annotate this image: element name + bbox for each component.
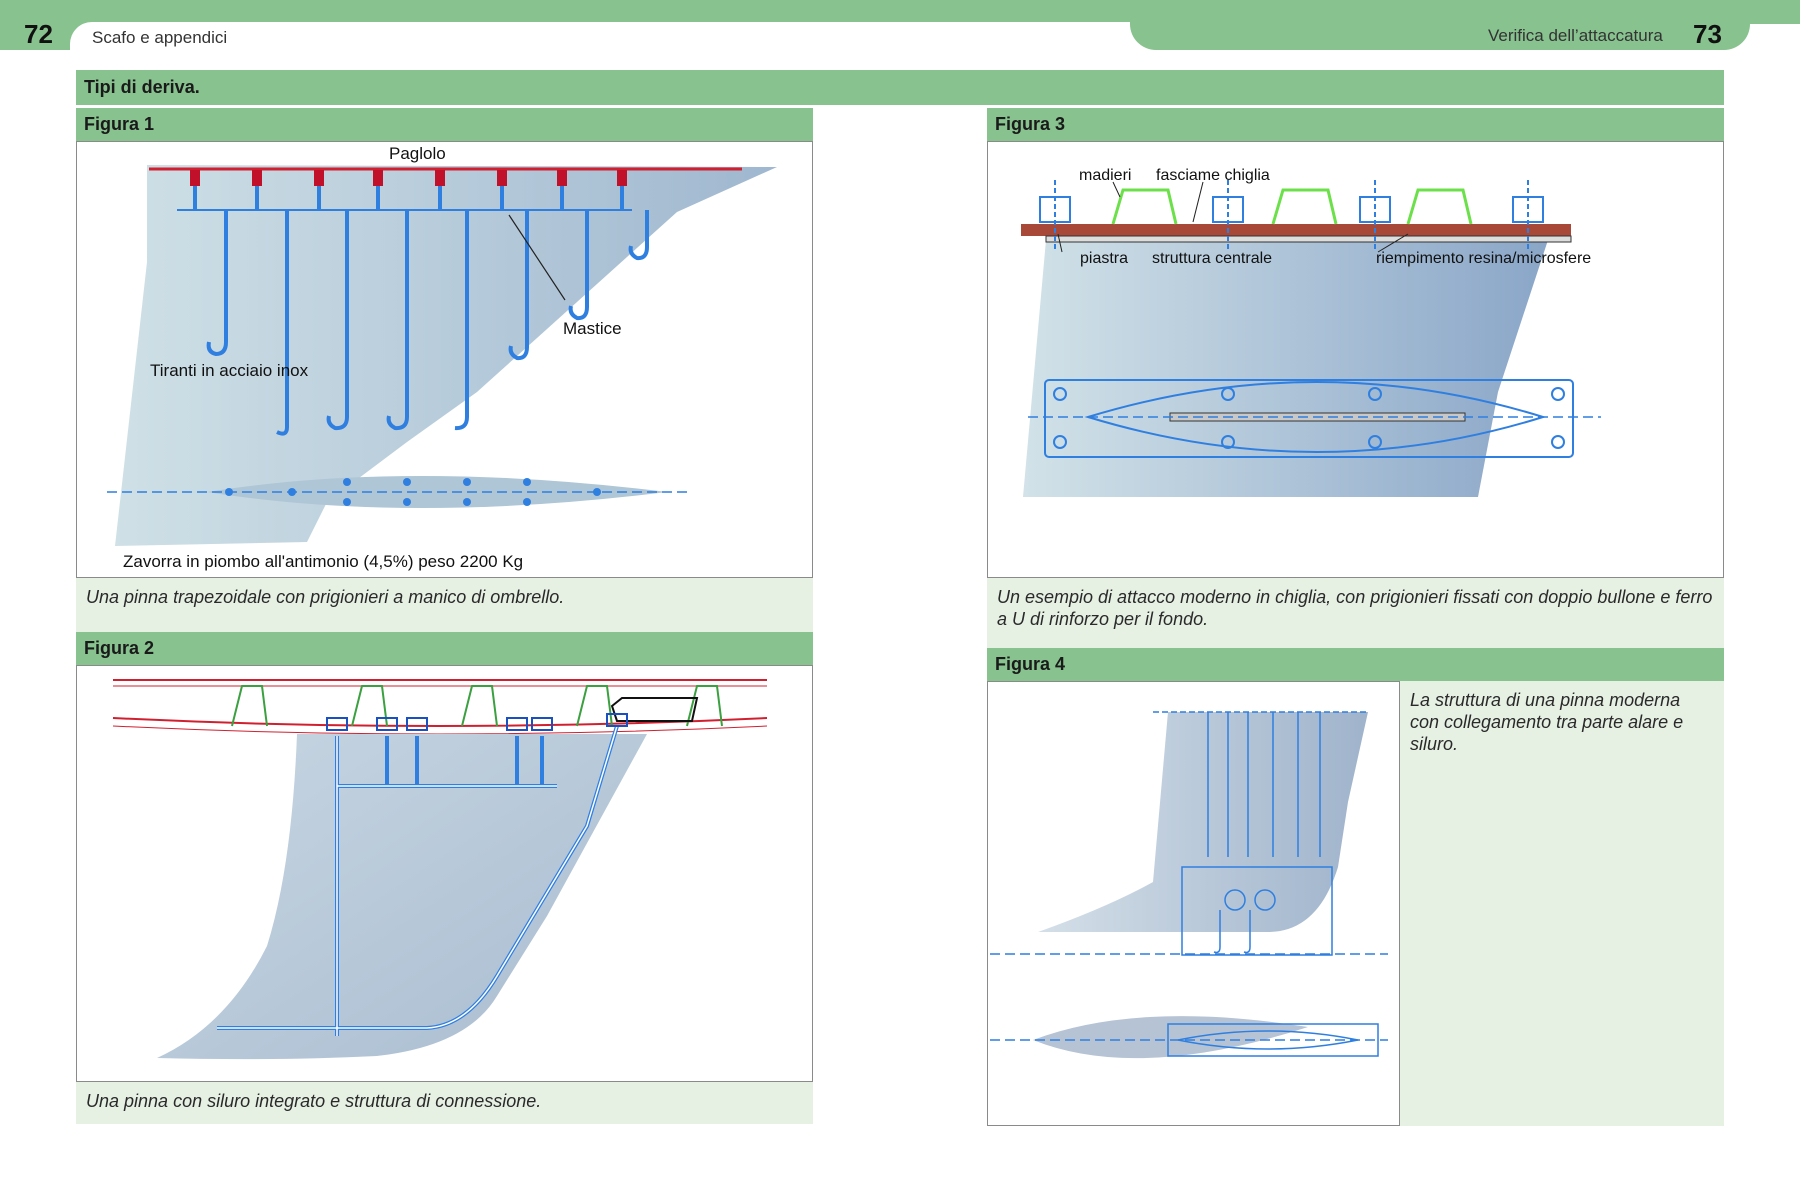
label-struttura: struttura centrale	[1152, 250, 1272, 267]
right-page-number: 73	[1693, 19, 1722, 49]
fin-body-3	[1023, 240, 1548, 497]
fin-body-4	[1038, 712, 1368, 932]
bolts-3	[1039, 180, 1544, 252]
figure-4-drawing	[990, 711, 1388, 1059]
fin-body-2	[157, 734, 647, 1060]
figure-3-panel: madieri fasciame chiglia piastra struttu…	[987, 141, 1724, 578]
bulb-plan-4	[1033, 1016, 1308, 1059]
left-running-title: Scafo e appendici	[92, 28, 228, 47]
figure-1-panel: Paglolo Mastice Tiranti in acciaio inox …	[76, 141, 813, 578]
figure-4-caption: La struttura di una pinna moderna con co…	[1400, 681, 1724, 1126]
tie-rods	[193, 186, 649, 436]
label-paglioio: Paglolo	[389, 144, 446, 163]
right-page-tab	[1130, 0, 1750, 50]
figure-2-title: Figura 2	[76, 632, 813, 665]
figure-4-title: Figura 4	[987, 648, 1724, 681]
figure-2-panel	[76, 665, 813, 1082]
figure-3-drawing: madieri fasciame chiglia piastra struttu…	[1021, 167, 1601, 497]
figure-1-title: Figura 1	[76, 108, 813, 141]
right-running-title: Verifica dell’attaccatura	[1488, 26, 1663, 45]
label-piastra: piastra	[1080, 250, 1128, 267]
figure-4-panel	[987, 681, 1400, 1126]
left-header-curve	[70, 22, 1140, 62]
bolt-heads	[190, 170, 627, 186]
figure-2-drawing	[112, 679, 768, 1060]
keel-plank	[1021, 224, 1571, 236]
label-mastice: Mastice	[563, 319, 622, 338]
section-title: Tipi di deriva.	[76, 70, 1724, 105]
figure-3-title: Figura 3	[987, 108, 1724, 141]
frames-3	[1111, 188, 1473, 225]
figure-1-drawing: Paglolo Mastice Tiranti in acciaio inox …	[107, 144, 777, 571]
frames	[231, 685, 723, 727]
plan-plate	[1044, 379, 1574, 458]
label-fasciame: fasciame chiglia	[1156, 167, 1270, 184]
label-tiranti: Tiranti in acciaio inox	[150, 361, 309, 380]
figure-3-caption: Un esempio di attacco moderno in chiglia…	[987, 578, 1724, 648]
figure-1-caption: Una pinna trapezoidale con prigionieri a…	[76, 578, 813, 632]
label-riempimento: riempimento resina/microsfere	[1376, 250, 1591, 267]
left-page-number: 72	[24, 19, 53, 49]
fin-body	[115, 165, 777, 546]
figure-2-caption: Una pinna con siluro integrato e struttu…	[76, 1082, 813, 1124]
label-madieri: madieri	[1079, 167, 1131, 184]
label-zavorra: Zavorra in piombo all'antimonio (4,5%) p…	[123, 552, 523, 571]
